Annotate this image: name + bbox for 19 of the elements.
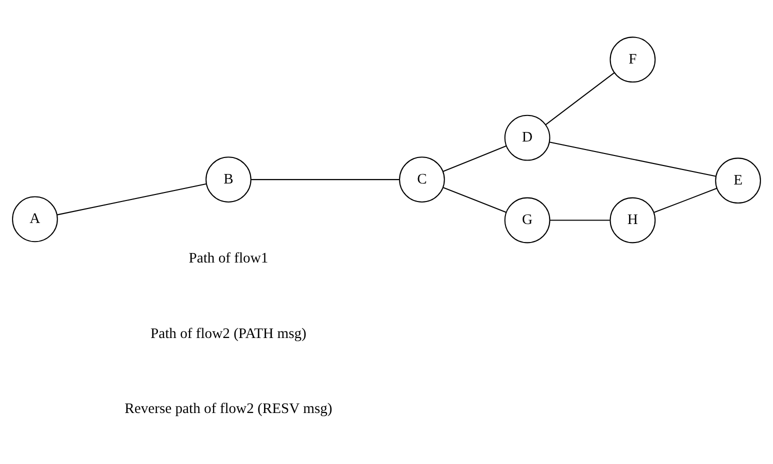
node-circle: G bbox=[504, 196, 550, 243]
connector bbox=[654, 187, 717, 212]
connector bbox=[546, 72, 615, 124]
node-circle: F bbox=[610, 36, 656, 82]
connector bbox=[57, 182, 206, 215]
connector bbox=[550, 219, 610, 220]
node-circle: B bbox=[206, 156, 252, 202]
legend-label: Path of flow2 (PATH msg) bbox=[150, 325, 306, 342]
node-circle: D bbox=[504, 114, 550, 160]
connector bbox=[442, 145, 506, 172]
node-circle: C bbox=[399, 156, 445, 202]
node-circle: A bbox=[12, 196, 58, 242]
node-circle: E bbox=[715, 157, 761, 204]
legend-label: Reverse path of flow2 (RESV msg) bbox=[124, 400, 332, 416]
connector bbox=[251, 178, 400, 180]
connector bbox=[443, 186, 506, 212]
legend-label: Path of flow1 bbox=[188, 250, 268, 266]
node-circle: H bbox=[610, 196, 656, 243]
connector bbox=[549, 141, 716, 176]
